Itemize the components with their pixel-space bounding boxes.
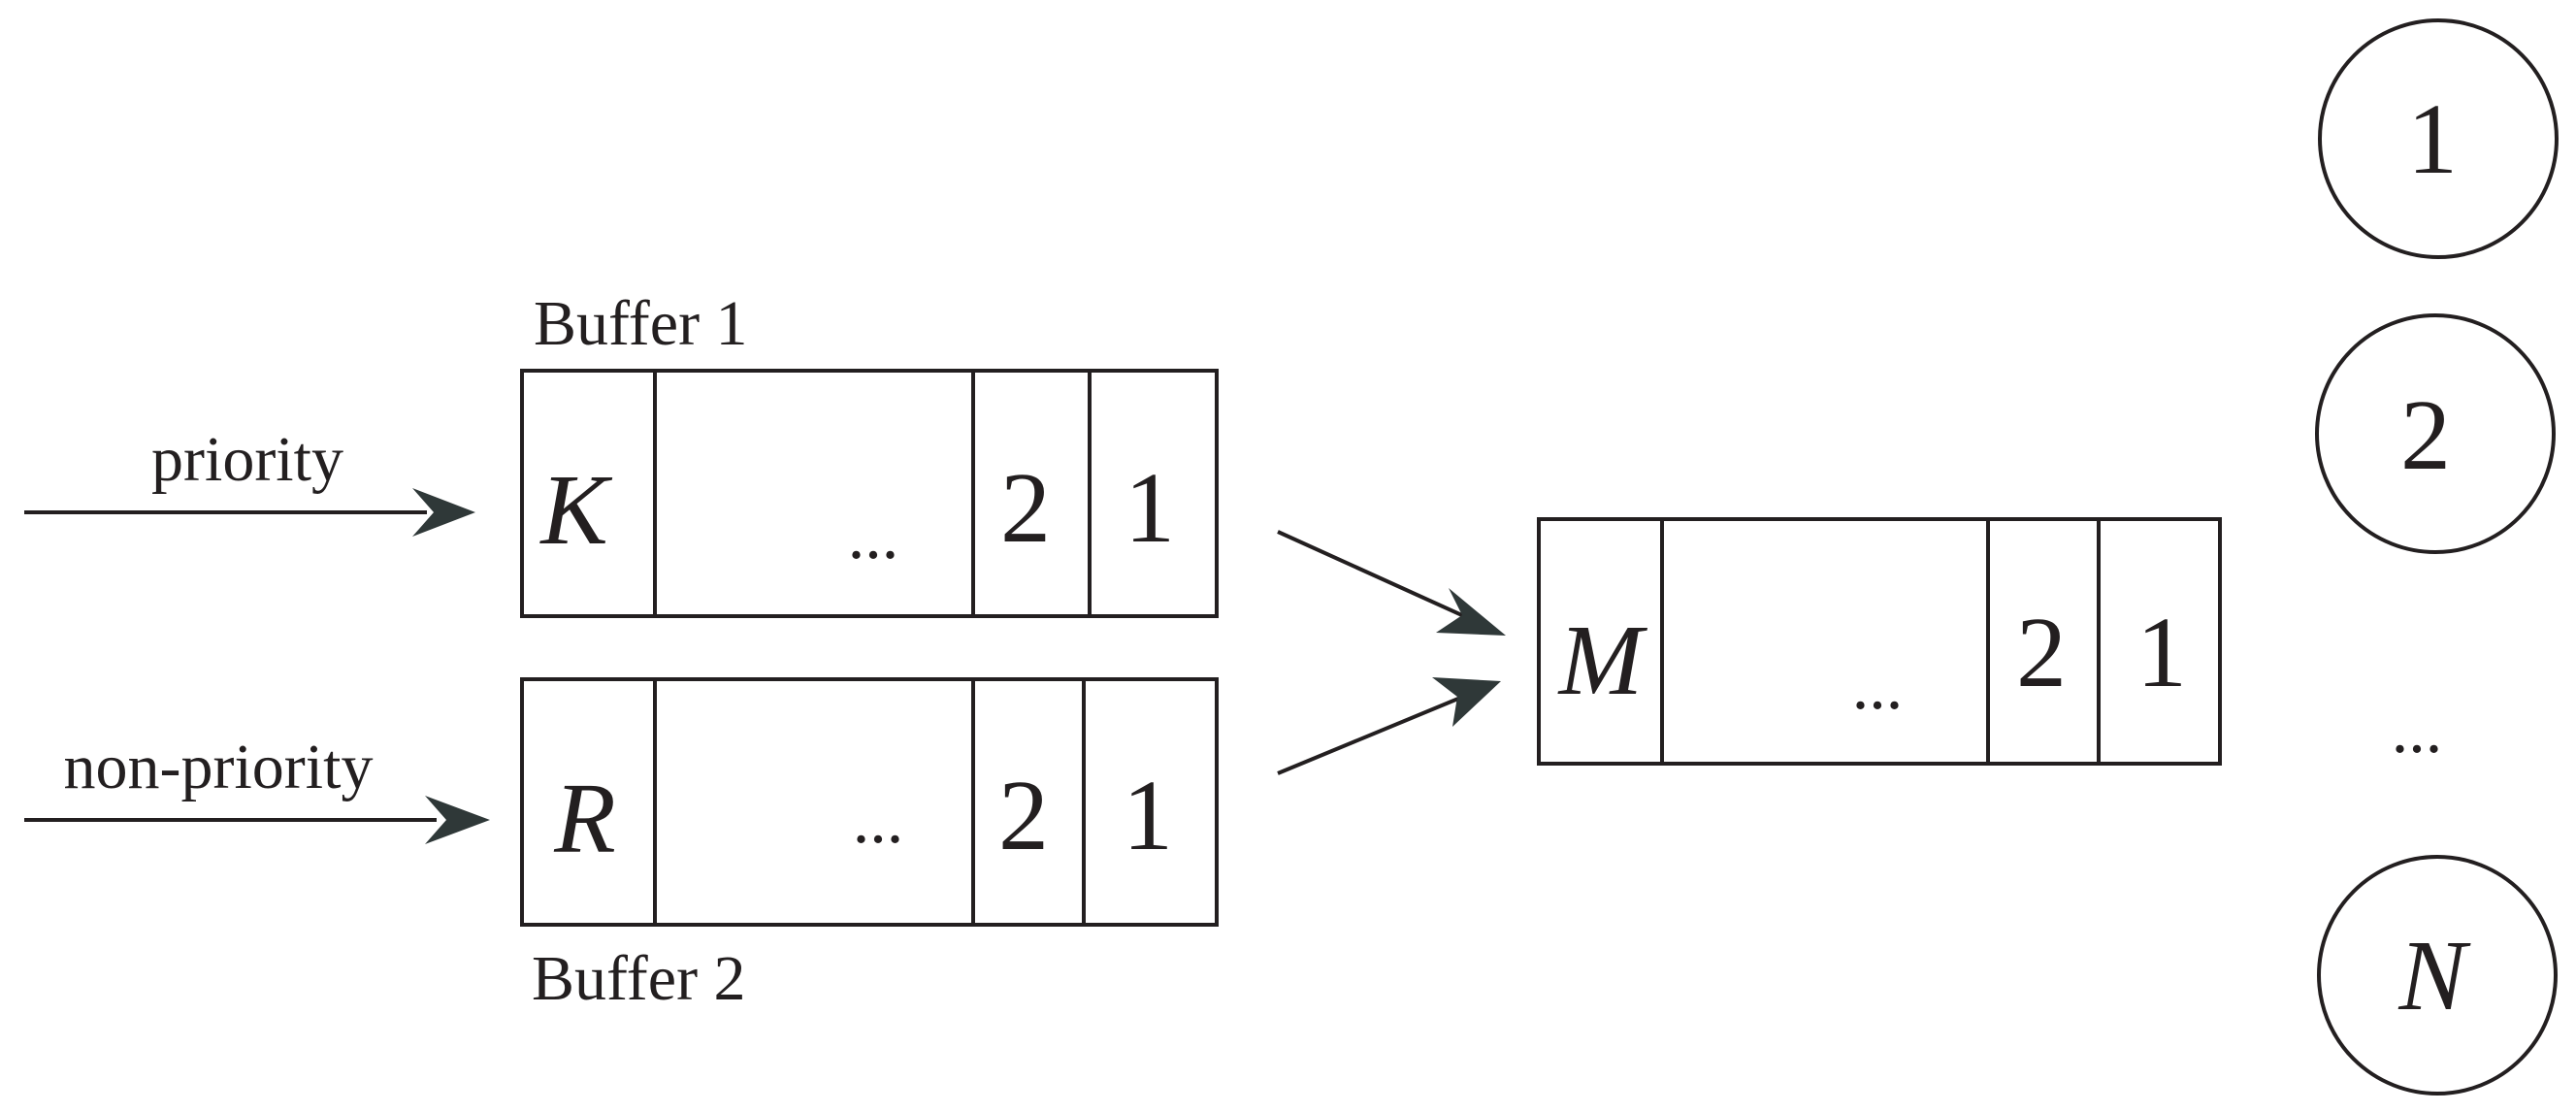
- priority-arrowhead: [412, 488, 475, 537]
- queue-cell-capacity: M: [1557, 605, 1648, 716]
- buffer-1-label: Buffer 1: [534, 288, 748, 359]
- buffer-1-cell-capacity: K: [538, 454, 612, 566]
- server-circle: [2317, 855, 2558, 1096]
- buffer-1-to-queue-line: [1277, 530, 1476, 623]
- nonpriority-input: non-priority: [24, 732, 490, 844]
- buffer-1-cell-ellipsis: ...: [848, 499, 899, 573]
- nonpriority-arrowhead: [425, 796, 490, 844]
- buffer-1-cell-2: 2: [1000, 452, 1051, 564]
- server-circle: [2315, 313, 2556, 554]
- buffer-2-cell-capacity: R: [553, 763, 616, 874]
- servers: 1 2 ... N: [2315, 18, 2559, 1096]
- buffer-2-to-queue-line: [1277, 692, 1471, 775]
- merge-arrows: [1277, 530, 1506, 775]
- queue-cell-1: 1: [2136, 597, 2187, 708]
- buffer-2-cell-ellipsis: ...: [853, 783, 904, 858]
- queue-frame: [1537, 517, 2222, 766]
- buffer-2-label: Buffer 2: [532, 943, 746, 1014]
- queue-cell-2: 2: [2016, 597, 2067, 708]
- buffer-1-cell-1: 1: [1125, 452, 1175, 564]
- buffer-1-to-queue-arrowhead: [1436, 588, 1506, 636]
- buffer-1-frame: [520, 369, 1219, 618]
- queue-cell-ellipsis: ...: [1852, 649, 1904, 724]
- server-n-label: N: [2397, 920, 2471, 1031]
- buffer-1: Buffer 1 K ... 2 1: [520, 288, 1219, 618]
- nonpriority-label: non-priority: [64, 732, 374, 802]
- priority-input: priority: [24, 424, 475, 537]
- buffer-2-cell-1: 1: [1123, 760, 1173, 871]
- server-2-label: 2: [2400, 379, 2451, 491]
- priority-label: priority: [151, 424, 343, 495]
- buffer-2-to-queue-arrowhead: [1432, 677, 1501, 727]
- server-circle: [2318, 18, 2559, 259]
- server-1-label: 1: [2407, 83, 2458, 195]
- buffer-2-frame: [520, 677, 1219, 927]
- service-queue: M ... 2 1: [1537, 517, 2222, 766]
- buffer-2-cell-2: 2: [998, 760, 1049, 871]
- buffer-2: R ... 2 1 Buffer 2: [520, 677, 1219, 1014]
- servers-ellipsis: ...: [2392, 693, 2443, 768]
